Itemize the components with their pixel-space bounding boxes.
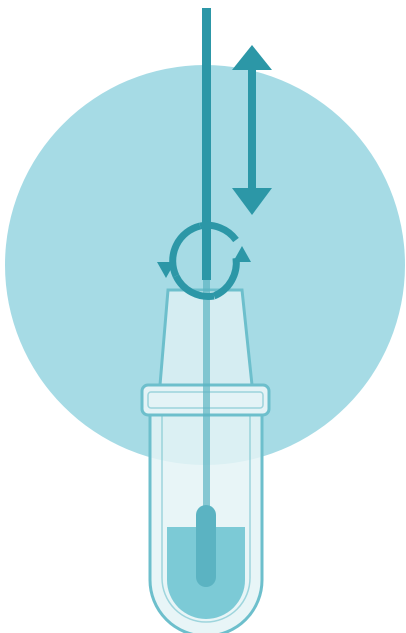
swab-stick — [202, 8, 211, 280]
arrow-shaft — [248, 65, 256, 195]
swab-tip — [196, 505, 216, 587]
swab-stick-in-tube — [203, 280, 210, 510]
arrow-head-up — [232, 45, 272, 70]
